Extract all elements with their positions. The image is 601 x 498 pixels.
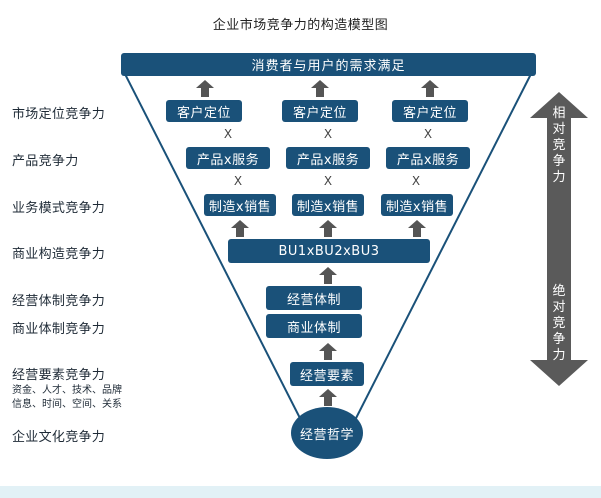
level-label-business-model: 业务模式竞争力 bbox=[12, 201, 106, 216]
customer-positioning-box-2: 客户定位 bbox=[282, 100, 358, 122]
up-arrow bbox=[311, 80, 329, 97]
up-arrow bbox=[319, 389, 337, 406]
level-label-market-positioning: 市场定位竞争力 bbox=[12, 107, 106, 122]
manufacture-sales-box-2: 制造x销售 bbox=[292, 194, 364, 216]
management-elements-box: 经营要素 bbox=[290, 362, 364, 386]
up-arrow bbox=[319, 343, 337, 360]
bu-bar: BU1xBU2xBU3 bbox=[228, 239, 430, 263]
multiply-mark: X bbox=[411, 174, 421, 188]
level-label-product: 产品竞争力 bbox=[12, 154, 79, 169]
multiply-mark: X bbox=[233, 174, 243, 188]
management-philosophy-circle: 经营哲学 bbox=[291, 407, 363, 459]
inverted-triangle-outline bbox=[123, 71, 533, 431]
multiply-mark: X bbox=[323, 127, 333, 141]
side-label-relative: 相对竞争力 bbox=[552, 106, 566, 185]
triangle-right-edge bbox=[349, 71, 533, 431]
up-arrow bbox=[421, 80, 439, 97]
footer-band bbox=[0, 486, 601, 498]
multiply-mark: X bbox=[323, 174, 333, 188]
product-service-box-3: 产品x服务 bbox=[386, 147, 470, 169]
manufacture-sales-box-3: 制造x销售 bbox=[381, 194, 453, 216]
up-arrow bbox=[196, 80, 214, 97]
level-label-business-structure: 商业构造竞争力 bbox=[12, 247, 106, 262]
side-label-absolute: 绝对竞争力 bbox=[552, 284, 566, 363]
management-system-box: 经营体制 bbox=[266, 286, 362, 310]
manufacture-sales-box-1: 制造x销售 bbox=[204, 194, 276, 216]
level-label-management-system: 经营体制竞争力 bbox=[12, 294, 106, 309]
up-arrow bbox=[408, 220, 426, 237]
top-bar-demand-satisfaction: 消费者与用户的需求满足 bbox=[121, 53, 536, 76]
level-label-management-elements: 经营要素竞争力 bbox=[12, 368, 106, 383]
customer-positioning-box-1: 客户定位 bbox=[166, 100, 242, 122]
level-label-business-system: 商业体制竞争力 bbox=[12, 322, 106, 337]
up-arrows bbox=[196, 80, 439, 406]
customer-positioning-box-3: 客户定位 bbox=[392, 100, 468, 122]
side-double-arrow bbox=[530, 92, 588, 386]
level-sublabel-elements-line2: 信息、时间、空间、关系 bbox=[12, 399, 122, 410]
business-system-box: 商业体制 bbox=[266, 314, 362, 338]
triangle-left-edge bbox=[123, 71, 307, 431]
product-service-box-2: 产品x服务 bbox=[286, 147, 370, 169]
multiply-mark: X bbox=[423, 127, 433, 141]
multiply-mark: X bbox=[223, 127, 233, 141]
up-arrow bbox=[231, 220, 249, 237]
level-sublabel-elements-line1: 资金、人才、技术、品牌 bbox=[12, 385, 122, 396]
up-arrow bbox=[319, 267, 337, 284]
level-label-culture: 企业文化竞争力 bbox=[12, 430, 106, 445]
diagram-title: 企业市场竞争力的构造模型图 bbox=[212, 18, 389, 33]
product-service-box-1: 产品x服务 bbox=[186, 147, 270, 169]
up-arrow bbox=[319, 220, 337, 237]
